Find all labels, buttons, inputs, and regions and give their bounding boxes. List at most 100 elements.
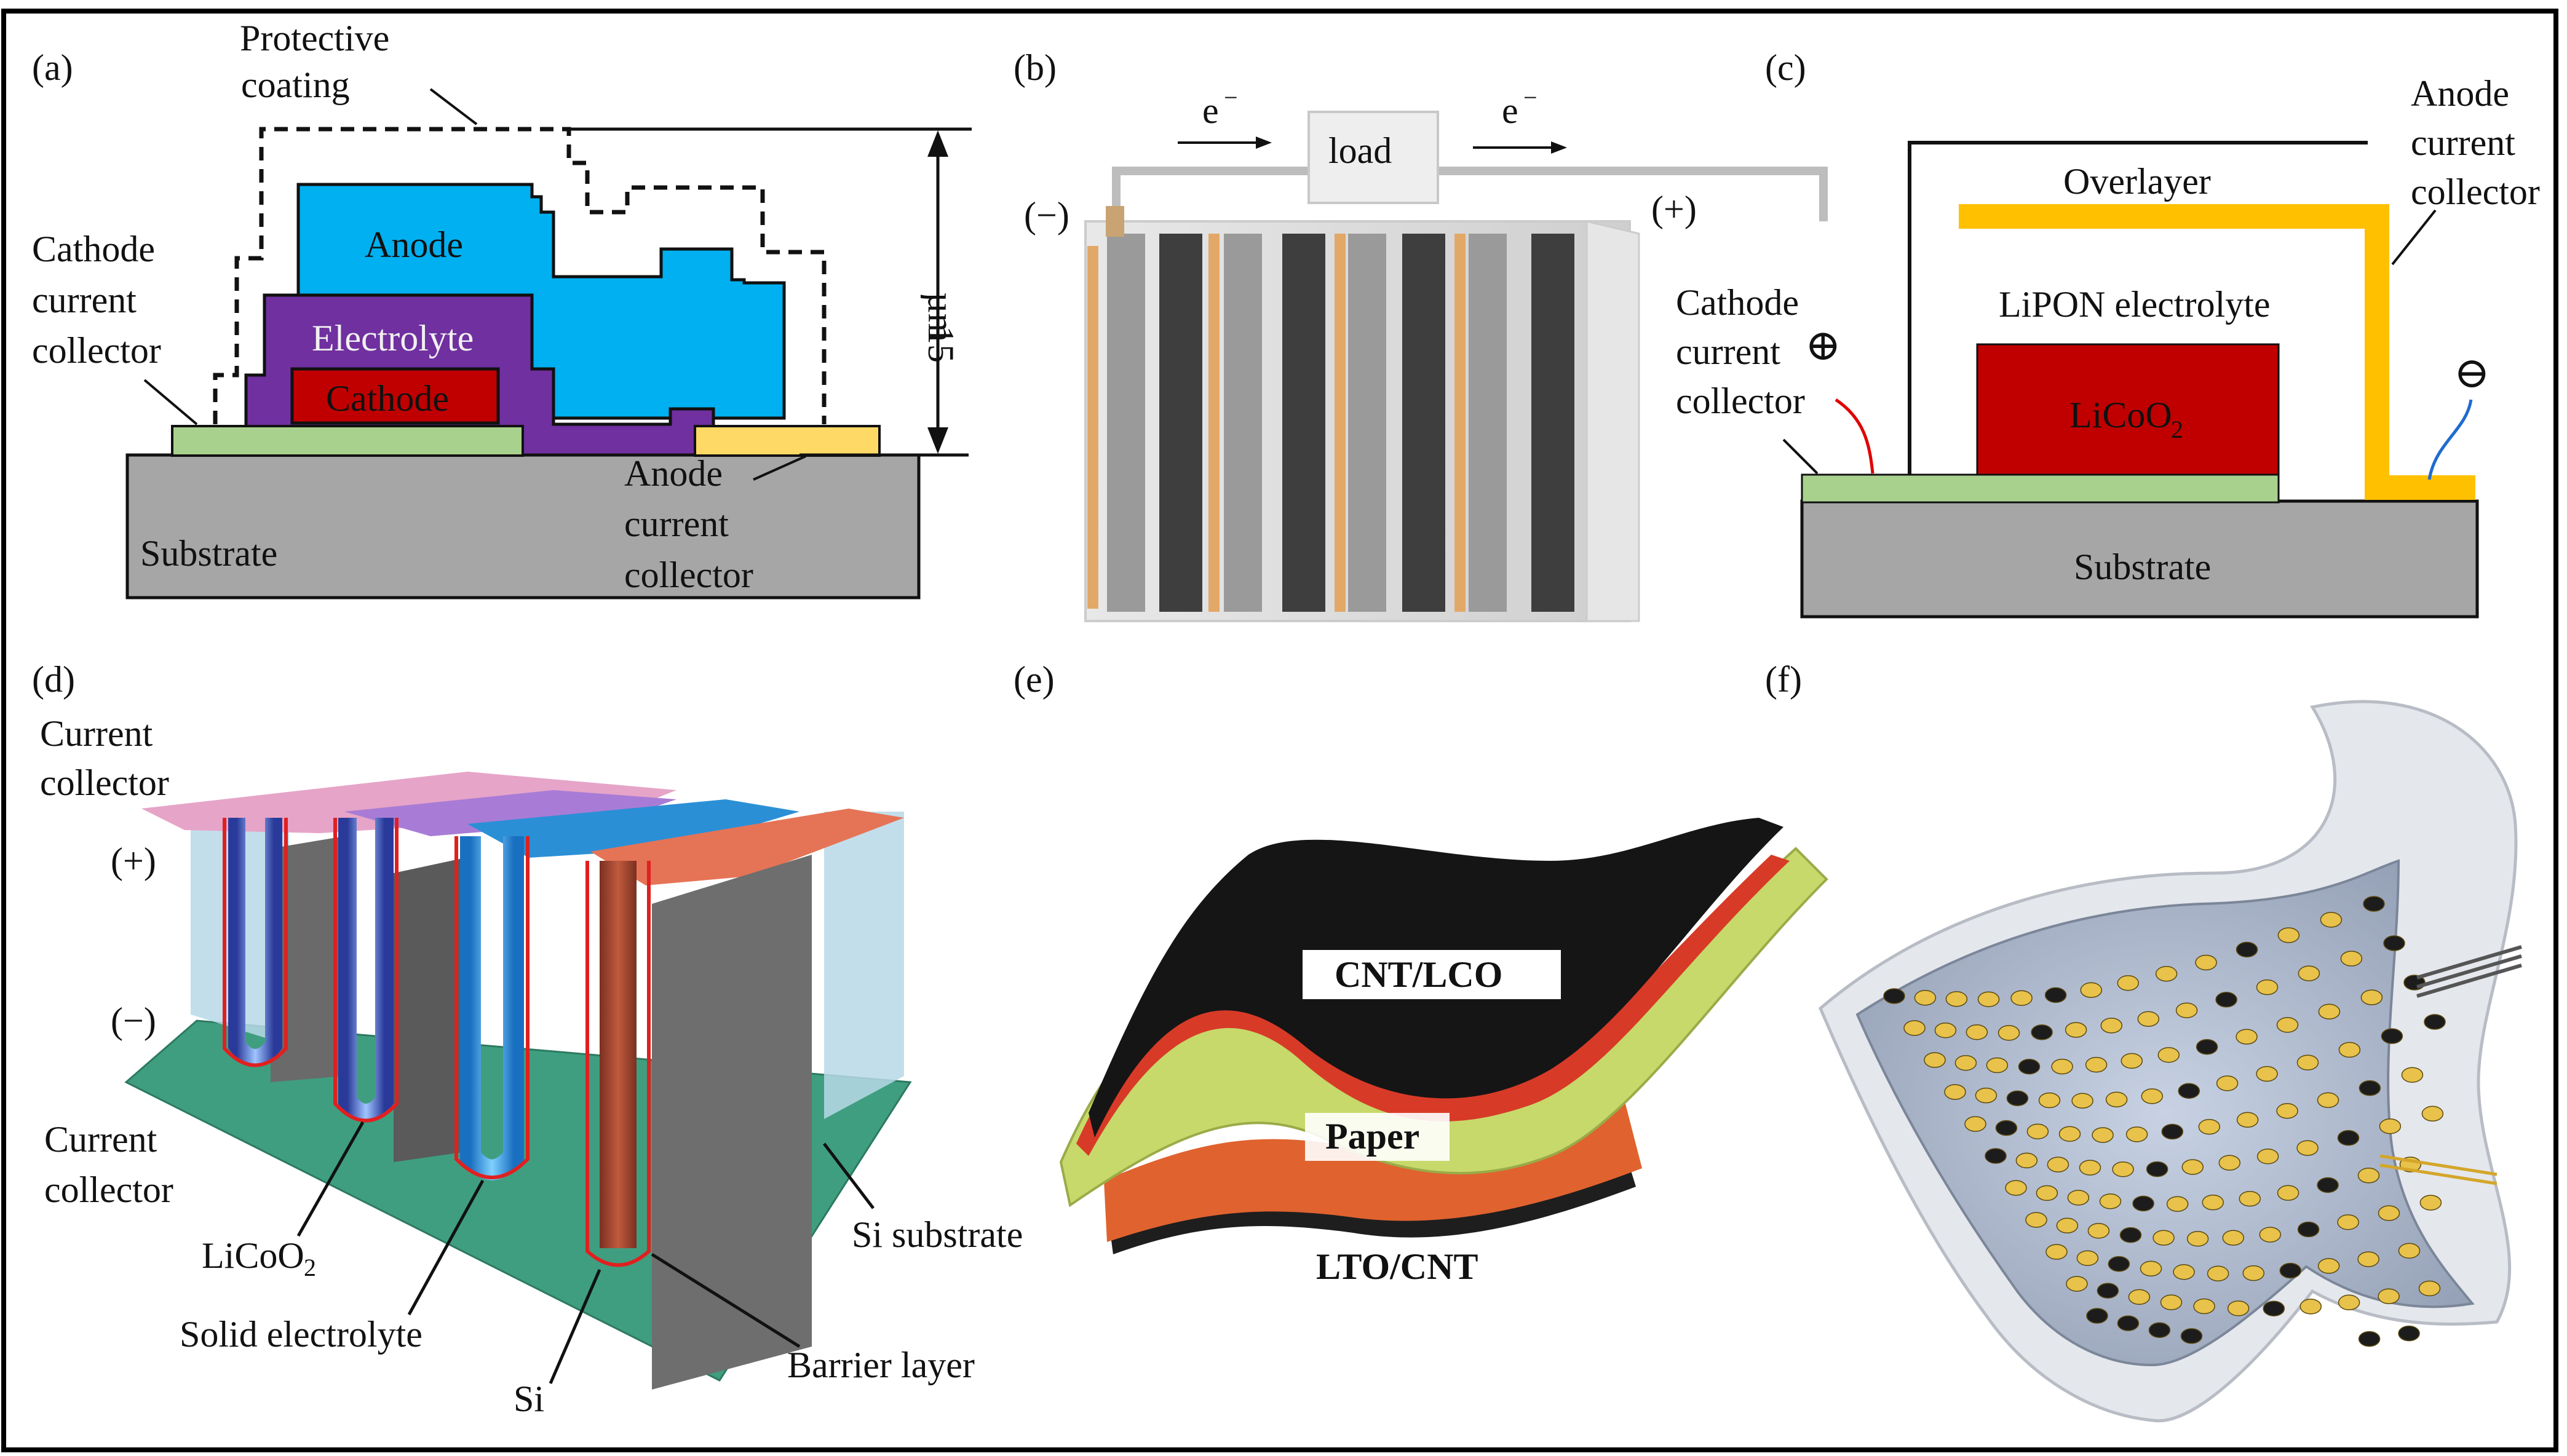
top-current-collector-band-3 — [467, 799, 799, 858]
microbattery-cell — [1964, 1116, 1986, 1132]
negative-tab — [1106, 206, 1124, 237]
cathode-collector-label-1: Cathode — [32, 229, 155, 269]
panel-e: (e) CNT/LCO Paper LTO/CNT — [1014, 659, 1828, 1287]
microbattery-cell — [2155, 966, 2178, 982]
solid-electrolyte-label: Solid electrolyte — [180, 1314, 423, 1355]
microbattery-cell — [2207, 1265, 2229, 1282]
cathode-collector-c-label-3: collector — [1676, 381, 1805, 421]
microbattery-cell — [2360, 989, 2383, 1005]
microbattery-cell — [2198, 1118, 2221, 1135]
microbattery-cell — [2279, 1262, 2302, 1279]
cell-side-panel-right — [824, 812, 904, 1119]
microbattery-cell — [2338, 1042, 2361, 1058]
electron-left-sup: − — [1224, 84, 1238, 111]
microbattery-cell — [2381, 1028, 2403, 1044]
microbattery-cell — [1934, 1022, 1957, 1039]
microbattery-cell — [1945, 991, 1968, 1007]
microbattery-cell — [2298, 965, 2320, 981]
panel-c: (c) Substrate LiCoO 2 Overlayer LiPON el… — [1676, 47, 2540, 619]
overlayer-label: Overlayer — [2063, 161, 2211, 202]
negative-terminal-d: (−) — [111, 1000, 156, 1041]
panel-f-letter: (f) — [1765, 659, 1802, 700]
overlayer-anode-collector — [1959, 204, 2475, 500]
microbattery-cell — [2363, 896, 2385, 912]
microbattery-cell — [2357, 1168, 2380, 1184]
microbattery-cell — [2418, 1280, 2441, 1297]
microbattery-cell — [2218, 1155, 2241, 1171]
microbattery-cell — [2026, 1123, 2049, 1139]
microbattery-cell — [2010, 990, 2033, 1006]
microbattery-cell — [2025, 1212, 2047, 1228]
microbattery-cell — [2195, 954, 2217, 971]
microbattery-cell — [2071, 1093, 2093, 1109]
microbattery-cell — [2137, 1011, 2160, 1027]
electron-left-arrowhead — [1256, 136, 1272, 149]
protective-coating-label-2: coating — [241, 65, 350, 105]
negative-lead-wire — [2427, 399, 2473, 480]
microbattery-cell — [1903, 1020, 1926, 1036]
anode-label: Anode — [365, 224, 463, 265]
microbattery-cell — [2277, 1185, 2299, 1201]
microbattery-cell — [2005, 1180, 2027, 1196]
microbattery-cell — [1975, 1087, 1998, 1104]
top-collector-label-2: collector — [40, 762, 169, 803]
panel-b-letter: (b) — [1014, 47, 1057, 88]
barrier-layer-label: Barrier layer — [787, 1345, 975, 1385]
lipon-electrolyte-label: LiPON electrolyte — [1999, 284, 2271, 325]
microbattery-cell — [2202, 1194, 2224, 1211]
substrate-label-c: Substrate — [2074, 547, 2211, 587]
microbattery-cell — [1883, 988, 1905, 1004]
microbattery-cell — [2424, 1014, 2446, 1030]
microbattery-cell — [2173, 1264, 2195, 1280]
microbattery-cell — [2067, 1190, 2090, 1206]
microbattery-cell — [2180, 1328, 2203, 1344]
top-collector-label-1: Current — [40, 713, 153, 754]
substrate-label: Substrate — [140, 533, 277, 574]
microbattery-cell — [2076, 1250, 2099, 1266]
microbattery-cell — [2378, 1205, 2400, 1221]
si-substrate-label: Si substrate — [852, 1214, 1023, 1255]
microbattery-cell — [2038, 1092, 2061, 1109]
anode-collector-c-label-3: collector — [2411, 172, 2540, 212]
microbattery-cell — [2256, 1066, 2278, 1082]
microbattery-cell — [2056, 1217, 2079, 1234]
microbattery-cell — [2359, 1080, 2381, 1096]
paper-label: Paper — [1325, 1116, 1419, 1157]
microbattery-cell — [2175, 1002, 2198, 1018]
microbattery-cell — [2277, 927, 2300, 943]
cathode-block — [290, 367, 500, 425]
silicon-pillar-front — [652, 855, 812, 1390]
microbattery-cell — [2132, 1195, 2154, 1212]
microbattery-cell — [2337, 1214, 2359, 1230]
licoo2-tube-2-outline — [333, 818, 399, 1123]
microbattery-cell — [2318, 1003, 2341, 1020]
anode-current-collector-strip — [694, 425, 881, 457]
thickness-value: 15 — [921, 326, 961, 363]
anode-collector-label-3: collector — [624, 555, 753, 595]
microbattery-cell — [2256, 979, 2279, 995]
microbattery-cell — [2259, 1227, 2282, 1243]
microbattery-cell — [1966, 1024, 1988, 1040]
microbattery-cell — [2383, 935, 2405, 951]
protective-coating-line — [213, 127, 827, 424]
microbattery-cell — [2152, 1230, 2175, 1246]
microbattery-cell — [2044, 987, 2067, 1003]
solid-electrolyte-leader — [407, 1179, 485, 1316]
licoo2-tube-2 — [338, 818, 394, 1122]
microbattery-cell — [2358, 1331, 2381, 1347]
electron-right-label: e — [1502, 90, 1518, 131]
microbattery-cell — [2239, 1190, 2261, 1207]
microbattery-cell — [2015, 1152, 2038, 1169]
protective-coating-label-1: Protective — [240, 18, 389, 58]
microbattery-cell — [2099, 1193, 2122, 1209]
anode-collector-label-2: current — [624, 504, 729, 544]
si-substrate-leader — [823, 1142, 875, 1209]
microbattery-cell — [2236, 941, 2258, 958]
licoo2-tube-1-outline — [223, 818, 288, 1067]
microbattery-cell — [2121, 1053, 2143, 1069]
cathode-collector-c-label-1: Cathode — [1676, 282, 1799, 323]
microbattery-cell — [2379, 1118, 2402, 1134]
microbattery-cell — [2119, 1227, 2142, 1243]
protective-coating-leader — [429, 88, 478, 125]
